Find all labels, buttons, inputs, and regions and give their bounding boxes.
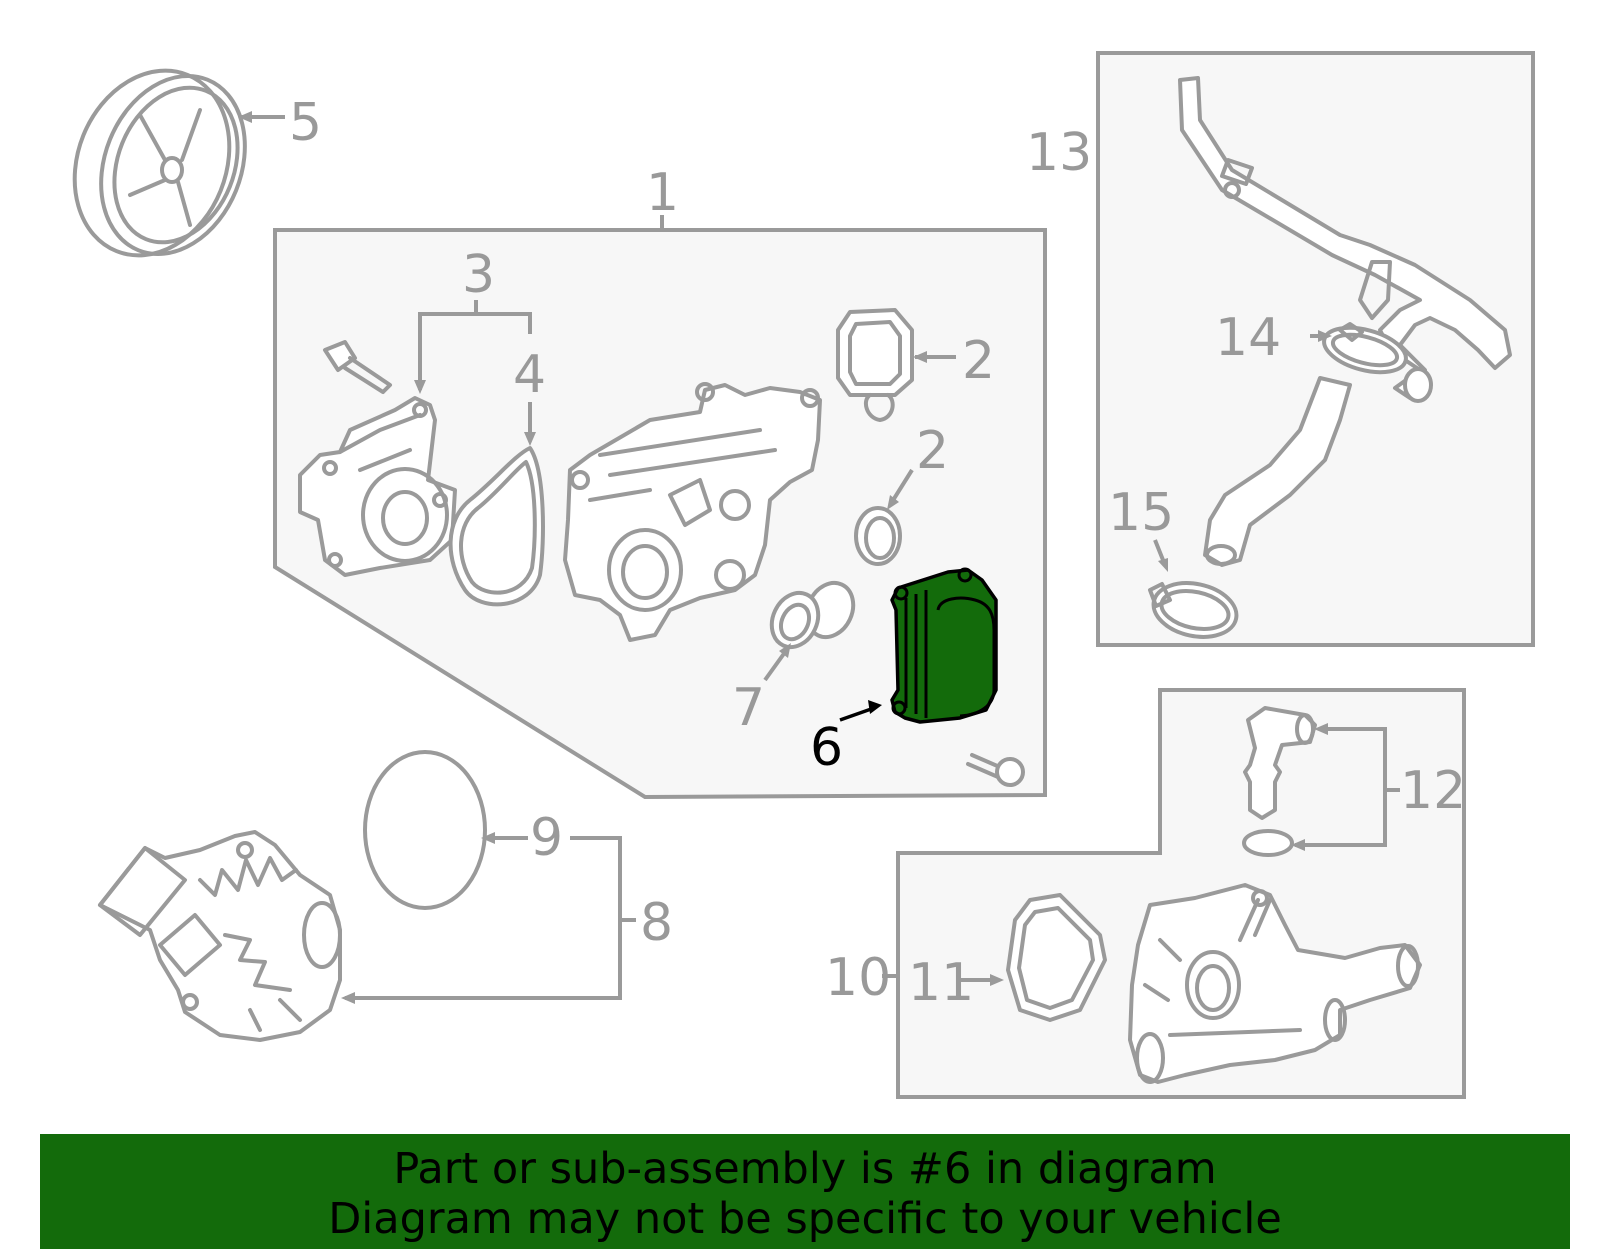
o-ring-part-9[interactable] bbox=[341, 750, 636, 1004]
callout-11: 11 bbox=[908, 953, 974, 1013]
coolant-pipe-part-13[interactable] bbox=[1098, 76, 1512, 403]
callout-10: 10 bbox=[825, 948, 891, 1008]
water-pump-part-3[interactable] bbox=[298, 396, 457, 577]
gasket-part-11[interactable] bbox=[960, 893, 1107, 1022]
oil-cooler-part-6[interactable] bbox=[839, 567, 998, 724]
clamp-part-14[interactable] bbox=[1310, 320, 1411, 380]
assembly-box-13 bbox=[1096, 51, 1535, 647]
callout-15: 15 bbox=[1108, 483, 1174, 543]
callout-8: 8 bbox=[640, 893, 673, 953]
thermostat-housing-part-8[interactable] bbox=[98, 830, 342, 1042]
banner-line-1: Part or sub-assembly is #6 in diagram bbox=[393, 1144, 1217, 1194]
seal-part-2-lower[interactable] bbox=[854, 468, 914, 566]
coolant-hose bbox=[1203, 376, 1352, 567]
leader-part-4 bbox=[524, 402, 536, 446]
fitting-part-12[interactable] bbox=[1242, 706, 1400, 857]
seals-part-7[interactable] bbox=[763, 575, 862, 682]
callout-3: 3 bbox=[462, 245, 495, 305]
bolt-part-1a bbox=[323, 340, 392, 394]
info-banner: Part or sub-assembly is #6 in diagram Di… bbox=[40, 1134, 1570, 1249]
callout-1: 1 bbox=[646, 163, 679, 223]
callout-2-upper: 2 bbox=[962, 331, 995, 391]
callout-13: 13 bbox=[1026, 123, 1092, 183]
callout-5: 5 bbox=[289, 93, 322, 153]
bolt-part-1b bbox=[966, 753, 1025, 787]
outlet-housing-part-10[interactable] bbox=[882, 883, 1422, 1084]
pulley-part-5[interactable] bbox=[48, 47, 285, 279]
callout-9: 9 bbox=[530, 808, 563, 868]
leader-part-3 bbox=[414, 300, 532, 394]
callout-4: 4 bbox=[513, 345, 546, 405]
gasket-part-4[interactable] bbox=[448, 446, 545, 607]
coolant-housing bbox=[563, 382, 822, 642]
callout-6: 6 bbox=[810, 718, 843, 778]
callout-7: 7 bbox=[732, 678, 765, 738]
banner-line-2: Diagram may not be specific to your vehi… bbox=[328, 1194, 1282, 1244]
callout-2-lower: 2 bbox=[916, 421, 949, 481]
callout-12: 12 bbox=[1400, 761, 1466, 821]
gasket-part-2-upper[interactable] bbox=[836, 308, 956, 422]
callout-14: 14 bbox=[1215, 308, 1281, 368]
clamp-part-15[interactable] bbox=[1148, 539, 1242, 644]
